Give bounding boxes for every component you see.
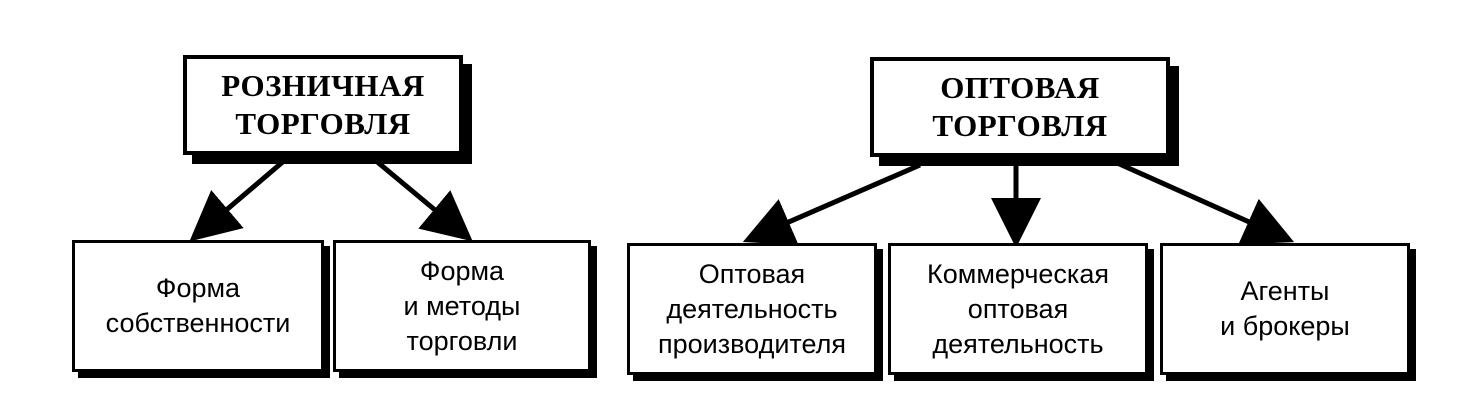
wholesale-trade-box: ОПТОВАЯ ТОРГОВЛЯ bbox=[870, 57, 1170, 157]
retail-title-line-1: РОЗНИЧНАЯ bbox=[221, 68, 425, 103]
producer-wholesale-box: Оптовая деятельность производителя bbox=[627, 243, 877, 375]
methods-line-1: Форма bbox=[419, 255, 505, 286]
methods-line-2: и методы bbox=[403, 290, 521, 321]
arrow-retail-to-methods bbox=[373, 158, 473, 242]
ownership-form-text: Форма собственности bbox=[106, 271, 291, 341]
retail-trade-box: РОЗНИЧНАЯ ТОРГОВЛЯ bbox=[183, 55, 463, 155]
wholesale-trade-title: ОПТОВАЯ ТОРГОВЛЯ bbox=[932, 69, 1107, 145]
producer-line-3: производителя bbox=[658, 328, 846, 359]
commercial-wholesale-text: Коммерческая оптовая деятельность bbox=[927, 257, 1109, 362]
trade-methods-text: Форма и методы торговли bbox=[404, 254, 521, 359]
agents-brokers-box: Агенты и брокеры bbox=[1160, 243, 1410, 375]
commercial-line-3: деятельность bbox=[932, 328, 1104, 359]
ownership-line-2: собственности bbox=[105, 308, 291, 338]
arrow-wholesale-to-producer bbox=[742, 162, 921, 245]
arrow-retail-to-ownership bbox=[189, 158, 287, 242]
producer-wholesale-text: Оптовая деятельность производителя bbox=[658, 257, 846, 362]
arrow-wholesale-to-agents bbox=[1113, 159, 1295, 245]
producer-line-2: деятельность bbox=[666, 293, 838, 324]
retail-title-line-2: ТОРГОВЛЯ bbox=[235, 106, 411, 141]
agents-line-2: и брокеры bbox=[1220, 311, 1350, 341]
trade-methods-box: Форма и методы торговли bbox=[333, 240, 591, 372]
agents-brokers-text: Агенты и брокеры bbox=[1220, 274, 1350, 344]
commercial-line-2: оптовая bbox=[967, 293, 1069, 324]
ownership-form-box: Форма собственности bbox=[72, 240, 324, 372]
producer-line-1: Оптовая bbox=[698, 258, 806, 289]
wholesale-title-line-1: ОПТОВАЯ bbox=[940, 70, 1100, 105]
retail-trade-title: РОЗНИЧНАЯ ТОРГОВЛЯ bbox=[221, 67, 425, 143]
commercial-line-1: Коммерческая bbox=[927, 258, 1109, 289]
wholesale-title-line-2: ТОРГОВЛЯ bbox=[932, 108, 1108, 143]
methods-line-3: торговли bbox=[406, 325, 518, 356]
agents-line-1: Агенты bbox=[1240, 276, 1330, 306]
ownership-line-1: Форма bbox=[155, 273, 241, 303]
commercial-wholesale-box: Коммерческая оптовая деятельность bbox=[888, 243, 1148, 375]
